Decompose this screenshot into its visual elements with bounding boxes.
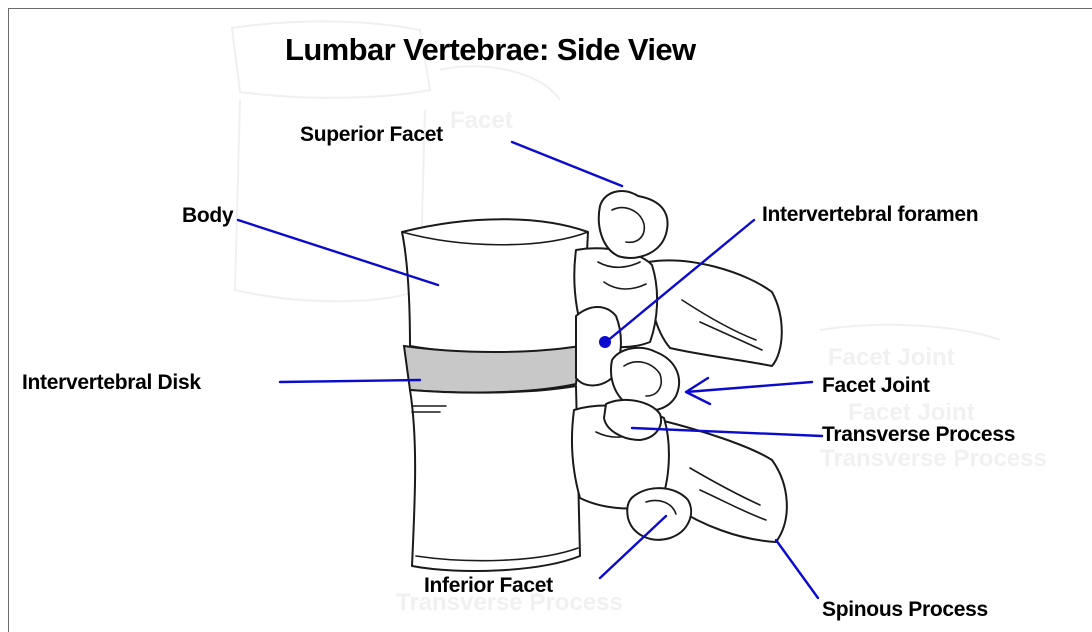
leader-superior-facet — [512, 142, 622, 186]
foramen-dot — [599, 336, 611, 348]
inferior-facet-knob — [627, 488, 691, 540]
label-superior-facet: Superior Facet — [300, 123, 443, 146]
svg-text:Facet Joint: Facet Joint — [848, 399, 975, 426]
label-inferior-facet: Inferior Facet — [424, 574, 553, 597]
superior-facet-knob — [599, 191, 668, 258]
leader-intervertebral-disk — [280, 380, 420, 382]
vertebrae-illustration — [402, 191, 787, 571]
label-transverse-process: Transverse Process — [822, 423, 1015, 446]
leader-facet-joint — [686, 378, 812, 404]
svg-text:Facet Joint: Facet Joint — [828, 344, 955, 371]
label-intervertebral-foramen: Intervertebral foramen — [762, 203, 978, 226]
svg-text:Transverse Process: Transverse Process — [820, 445, 1047, 472]
label-body: Body — [182, 204, 234, 227]
label-intervertebral-disk: Intervertebral Disk — [22, 371, 201, 394]
lower-vertebral-body — [410, 386, 580, 571]
leader-spinous-process — [776, 540, 818, 598]
svg-text:Facet: Facet — [450, 107, 513, 134]
label-facet-joint: Facet Joint — [822, 374, 930, 397]
label-spinous-process: Spinous Process — [822, 598, 988, 621]
diagram-title: Lumbar Vertebrae: Side View — [285, 32, 697, 67]
intervertebral-disk-shape — [404, 346, 580, 392]
